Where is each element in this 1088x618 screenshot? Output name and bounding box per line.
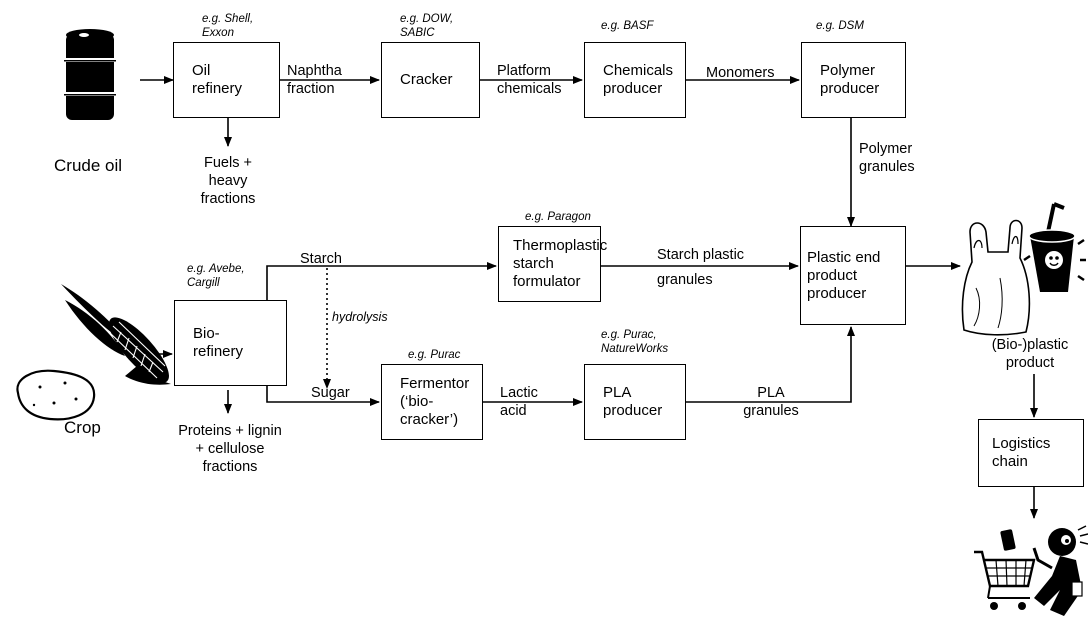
example-paragon: e.g. Paragon <box>525 211 591 223</box>
plastic-bag-icon <box>961 219 1031 336</box>
granules-label: granules <box>657 272 713 288</box>
arrow-biorefinery-starch <box>266 262 497 300</box>
example-purac-natureworks: e.g. Purac, NatureWorks <box>601 329 669 355</box>
example-avebe-cargill: e.g. Avebe, Cargill <box>187 263 245 289</box>
monomers-label: Monomers <box>706 65 775 81</box>
oil-barrel-icon <box>64 29 116 120</box>
chemicals-producer-label: Chemicals producer <box>603 62 674 97</box>
potato-icon <box>16 369 96 421</box>
fuels-heavy-fractions-label: Fuels + heavy fractions <box>200 155 256 207</box>
plastic-end-product-box: Plastic end product producer <box>800 226 906 325</box>
example-dsm: e.g. DSM <box>816 20 864 32</box>
polymer-producer-box: Polymer producer <box>801 42 906 118</box>
example-basf: e.g. BASF <box>601 20 654 32</box>
biorefinery-label: Bio- refinery <box>193 325 244 360</box>
chemicals-producer-box: Chemicals producer <box>584 42 686 118</box>
oil-refinery-label: Oil refinery <box>192 62 243 97</box>
sugar-label: Sugar <box>311 385 350 401</box>
example-dow-sabic: e.g. DOW, SABIC <box>400 13 454 39</box>
thermoplastic-starch-label: Thermoplastic starch formulator <box>513 237 608 290</box>
thermoplastic-starch-box: Thermoplastic starch formulator <box>498 226 607 302</box>
cracker-label: Cracker <box>400 71 453 88</box>
shopper-cart-icon <box>974 525 1088 616</box>
cracker-box: Cracker <box>381 42 480 118</box>
proteins-lignin-cellulose-label: Proteins + lignin + cellulose fractions <box>178 423 282 475</box>
pla-producer-label: PLA producer <box>603 384 663 419</box>
lactic-acid-label: Lactic acid <box>500 385 538 419</box>
pla-granules-label: PLA granules <box>743 385 799 419</box>
arrow-biorefinery-sugar <box>266 386 380 406</box>
crop-label: Crop <box>64 418 101 437</box>
logistics-chain-label: Logistics chain <box>992 435 1051 470</box>
polymer-producer-label: Polymer producer <box>820 62 880 97</box>
pla-producer-box: PLA producer <box>584 364 686 440</box>
naphtha-fraction-label: Naphtha fraction <box>287 63 342 97</box>
drink-cup-icon <box>1023 202 1086 292</box>
fermentor-box: Fermentor (‘bio- cracker’) <box>381 364 483 440</box>
bioplastic-product-label: (Bio-)plastic product <box>991 337 1069 371</box>
platform-chemicals-label: Platform chemicals <box>497 63 562 97</box>
biorefinery-box: Bio- refinery <box>174 300 287 386</box>
crude-oil-label: Crude oil <box>54 156 123 175</box>
polymer-granules-label: Polymer granules <box>859 141 915 175</box>
oil-refinery-box: Oil refinery <box>173 42 280 118</box>
starch-plastic-label: Starch plastic <box>657 247 745 263</box>
example-purac: e.g. Purac <box>408 349 461 361</box>
starch-label: Starch <box>300 251 342 267</box>
logistics-chain-box: Logistics chain <box>978 419 1084 487</box>
hydrolysis-label: hydrolysis <box>332 310 388 324</box>
example-shell-exxon: e.g. Shell, Exxon <box>202 13 254 39</box>
plastic-end-product-label: Plastic end product producer <box>807 248 881 302</box>
arrow-pla-to-end-product <box>686 326 855 403</box>
corn-icon <box>61 284 171 385</box>
fermentor-label: Fermentor (‘bio- cracker’) <box>400 375 470 428</box>
